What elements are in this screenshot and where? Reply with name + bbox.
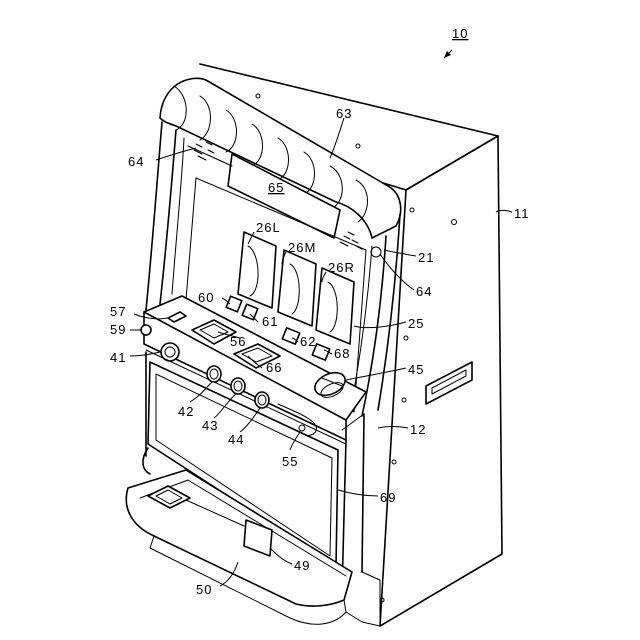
label-42: 42 [178, 404, 194, 419]
label-55: 55 [282, 454, 298, 469]
label-56: 56 [230, 334, 246, 349]
speaker-grill-left [194, 142, 214, 160]
label-63: 63 [336, 106, 352, 121]
label-61: 61 [262, 314, 278, 329]
label-10: 10 [452, 26, 468, 41]
label-43: 43 [202, 418, 218, 433]
label-59: 59 [110, 322, 126, 337]
label-68: 68 [334, 346, 350, 361]
label-21: 21 [418, 250, 434, 265]
label-11: 11 [514, 206, 530, 221]
label-64-top: 64 [128, 154, 144, 169]
label-26M: 26M [288, 240, 316, 255]
label-60: 60 [198, 290, 214, 305]
label-12: 12 [410, 422, 426, 437]
label-57: 57 [110, 304, 126, 319]
label-69: 69 [380, 490, 396, 505]
label-45: 45 [408, 362, 424, 377]
label-62: 62 [300, 334, 316, 349]
label-49: 49 [294, 558, 310, 573]
label-50: 50 [196, 582, 212, 597]
label-26R: 26R [328, 260, 355, 275]
label-26L: 26L [256, 220, 281, 235]
label-64-right: 64 [416, 284, 432, 299]
label-65: 65 [268, 180, 284, 195]
label-44: 44 [228, 432, 244, 447]
label-25: 25 [408, 316, 424, 331]
label-66: 66 [266, 360, 282, 375]
label-41: 41 [110, 350, 126, 365]
